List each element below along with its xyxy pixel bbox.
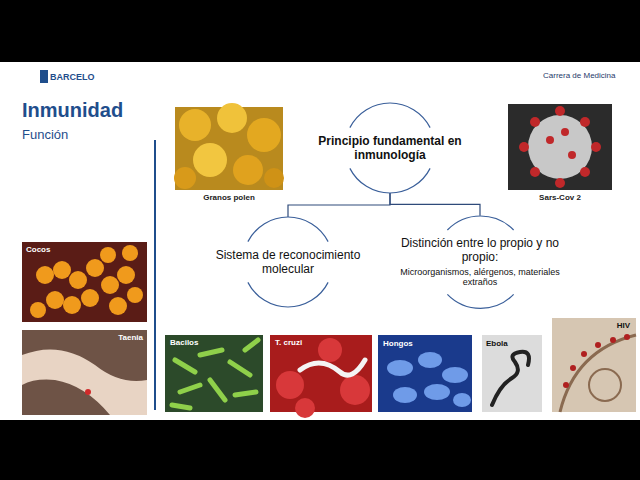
image-caption: HIV — [617, 321, 630, 330]
image-caption: Taenia — [118, 333, 143, 342]
image-caption: Hongos — [383, 339, 413, 348]
slide-subtitle: Función — [22, 128, 68, 143]
node-text: Principio fundamental en inmunología — [309, 134, 471, 163]
image-caption: Cocos — [26, 245, 50, 254]
image-caption: T. cruzi — [275, 338, 302, 347]
image-caption: Granos polen — [203, 193, 255, 202]
node-text: Sistema de reconocimiento molecular — [207, 248, 369, 277]
divider-line — [154, 140, 156, 410]
fungi-photo — [378, 335, 472, 412]
image-caption: Bacilos — [170, 338, 198, 347]
bacilli-photo — [165, 335, 263, 412]
image-caption: Ebola — [486, 339, 508, 348]
node-body: Microorganismos, alérgenos, materiales e… — [397, 267, 564, 289]
logo-emblem — [40, 70, 48, 83]
trypanosome-photo — [270, 335, 372, 418]
ebola-photo — [482, 335, 542, 412]
taenia-photo — [22, 330, 147, 415]
slide-title: Inmunidad — [22, 99, 123, 122]
tree-connector — [390, 193, 480, 216]
virus-photo — [508, 104, 612, 190]
concept-circle: Distinción entre lo propio y no propio:M… — [393, 216, 568, 308]
concept-circle: Sistema de reconocimiento molecular — [203, 217, 373, 307]
cocci-photo — [22, 242, 147, 322]
node-text: Distinción entre lo propio y no propio: — [397, 236, 564, 265]
hiv-photo — [552, 318, 636, 412]
header-note: Carrera de Medicina — [543, 71, 615, 80]
image-caption: Sars-Cov 2 — [539, 193, 581, 202]
circle-arc — [350, 103, 430, 193]
pollen-photo — [174, 103, 284, 190]
logo-text: BARCELO — [50, 72, 95, 82]
principle-circle: Principio fundamental en inmunología — [305, 103, 475, 193]
tree-connector — [288, 193, 390, 217]
